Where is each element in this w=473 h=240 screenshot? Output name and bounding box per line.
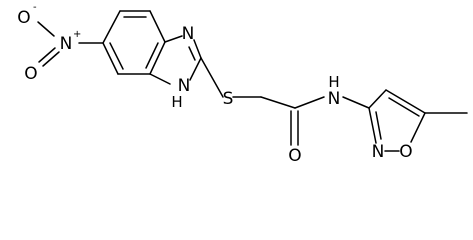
atom-o-carbonyl: O xyxy=(288,146,301,166)
atom-n-h: N xyxy=(178,76,191,96)
atom-s: S xyxy=(223,89,234,109)
atom-labels: O - N + O N N H S O N H N O xyxy=(17,2,412,166)
bond-c6-c5 xyxy=(149,10,166,43)
bond-namide-c3isox xyxy=(342,96,370,109)
bond-n3-c2im-inner xyxy=(188,46,196,61)
bond-nisox-c3isox-inner xyxy=(375,111,382,140)
atom-n-isoxazole: N xyxy=(372,142,385,162)
bond-nnitro-odouble-2 xyxy=(38,47,56,63)
charge-minus: - xyxy=(33,2,37,13)
bond-nnitro-odouble xyxy=(42,51,60,67)
atom-n-amide-hydrogen: H xyxy=(328,73,339,91)
bond-n1-c1 xyxy=(149,73,171,85)
bond-nisox-c3isox xyxy=(368,107,377,144)
bond-c4isox-c5isox xyxy=(385,89,426,114)
bond-c5isox-oisox xyxy=(410,112,426,143)
bond-c3-c2-inner xyxy=(109,42,124,70)
atom-n-imine: N xyxy=(182,24,195,44)
chemical-structure: O - N + O N N H S O N H N O xyxy=(17,2,468,166)
bond-c1-c6 xyxy=(149,41,166,75)
atom-n-amide: N xyxy=(328,89,341,109)
atom-n-h-hydrogen: H xyxy=(171,93,182,111)
atom-n-nitro: N xyxy=(60,34,73,54)
bond-cc-namide xyxy=(294,96,325,109)
bond-nnitro-ominus xyxy=(37,21,55,37)
bond-ch2-cc xyxy=(260,96,296,109)
bond-c3isox-c4isox xyxy=(368,89,387,109)
atom-o-minus: O xyxy=(17,8,30,28)
charge-plus: + xyxy=(73,29,81,40)
bond-c3-c2 xyxy=(102,42,119,75)
bond-c2im-n1 xyxy=(189,57,202,81)
atom-o-nitro: O xyxy=(24,64,37,84)
atom-o-isoxazole: O xyxy=(399,142,412,162)
bonds xyxy=(37,10,468,152)
bond-n3-c2im xyxy=(193,39,202,59)
bond-c6-n3 xyxy=(164,35,183,43)
bond-c1-c6-inner xyxy=(145,42,159,69)
bond-c2im-s xyxy=(200,57,224,98)
bond-c4-c3 xyxy=(102,10,121,44)
bond-c4isox-c5isox-inner xyxy=(388,97,420,117)
